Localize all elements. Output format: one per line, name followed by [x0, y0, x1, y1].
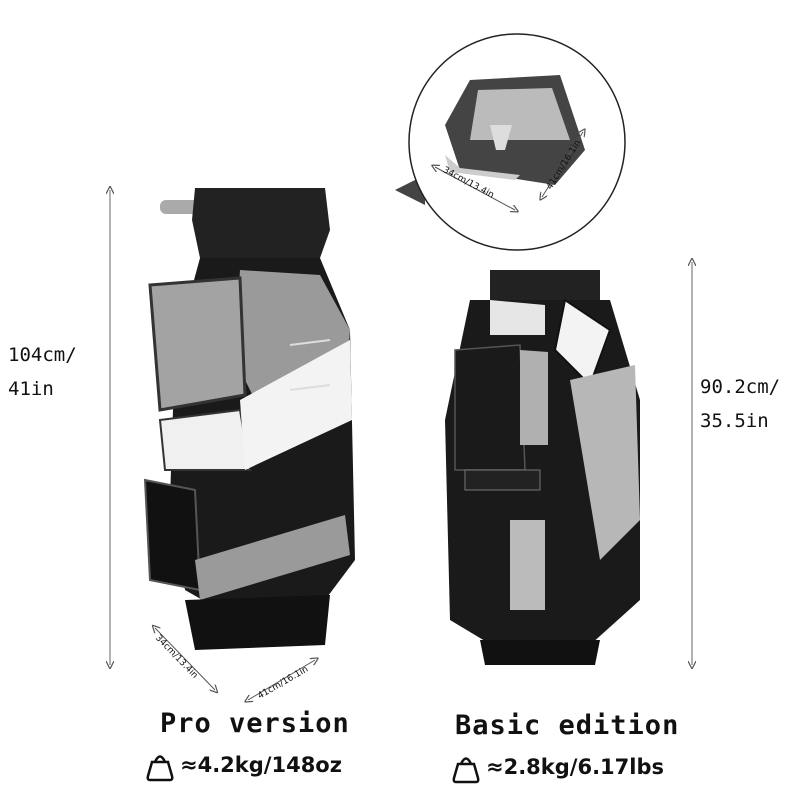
- basic-height-label: 90.2cm/ 35.5in: [700, 370, 780, 438]
- pro-golf-bag: [143, 188, 355, 650]
- bag-top-detail: [395, 33, 626, 251]
- pro-title: Pro version: [160, 708, 350, 739]
- pro-height-label: 104cm/ 41in: [8, 338, 77, 406]
- pro-height-in: 41in: [8, 378, 54, 400]
- basic-height-cm: 90.2cm/: [700, 376, 781, 398]
- basic-golf-bag: [445, 270, 640, 665]
- pro-weight: ≈4.2kg/148oz: [146, 748, 342, 782]
- weight-bag-icon: [146, 755, 174, 782]
- pro-weight-value: ≈4.2kg/148oz: [180, 753, 342, 777]
- basic-title: Basic edition: [455, 710, 680, 741]
- pro-height-cm: 104cm/: [8, 344, 77, 366]
- basic-weight: ≈2.8kg/6.17lbs: [452, 750, 664, 784]
- weight-bag-icon: [452, 757, 480, 784]
- basic-height-in: 35.5in: [700, 410, 769, 432]
- basic-weight-value: ≈2.8kg/6.17lbs: [486, 755, 665, 779]
